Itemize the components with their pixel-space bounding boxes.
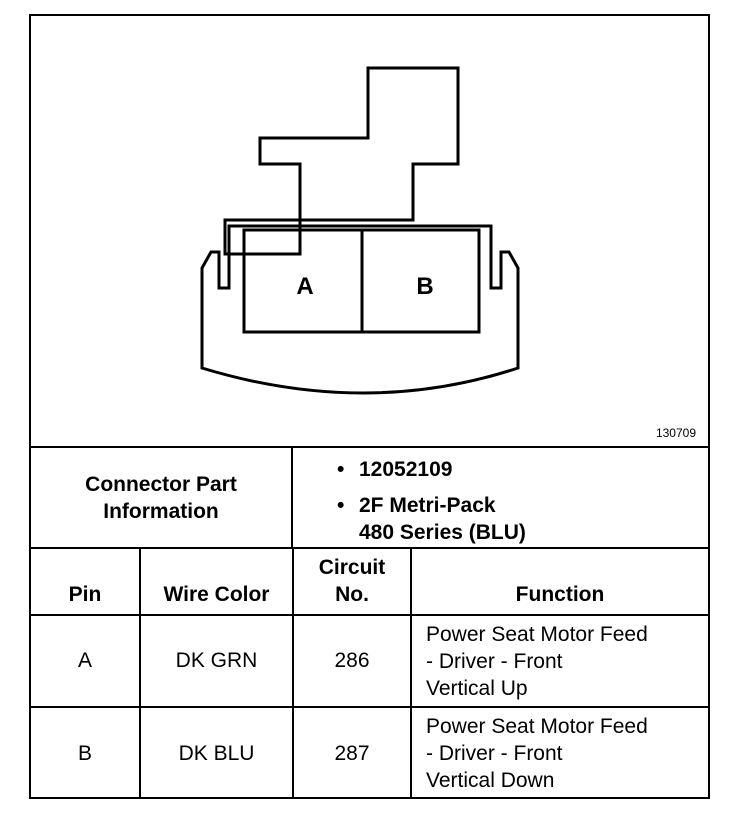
pinout-table: Pin Wire Color Circuit No. Function A DK… xyxy=(31,549,708,799)
table-row: A DK GRN 286 Power Seat Motor Feed - Dri… xyxy=(31,614,708,708)
function-line: Vertical Up xyxy=(426,676,528,700)
figure-id: 130709 xyxy=(655,426,696,440)
pin-cell: A xyxy=(31,614,141,708)
cavity-label-b: B xyxy=(416,273,433,300)
wire-color-cell: DK GRN xyxy=(139,614,294,708)
function-line: Power Seat Motor Feed xyxy=(426,622,648,646)
function-header: Function xyxy=(410,549,708,616)
connector-part-info: Connector Part Information 12052109 2F M… xyxy=(31,448,708,549)
function-cell: Power Seat Motor Feed - Driver - Front V… xyxy=(410,614,708,708)
part-number: 12052109 xyxy=(293,456,708,483)
connector-part-info-list: 12052109 2F Metri-Pack 480 Series (BLU) xyxy=(293,448,708,547)
cavity-label-a: A xyxy=(296,273,313,300)
pin-header: Pin xyxy=(31,549,141,616)
pin-cell: B xyxy=(31,706,141,799)
function-line: - Driver - Front xyxy=(426,742,563,765)
function-line: Vertical Down xyxy=(426,769,555,792)
function-line: Power Seat Motor Feed xyxy=(426,715,648,738)
connector-diagram: A B 130709 xyxy=(31,16,708,448)
function-line: - Driver - Front xyxy=(426,649,563,673)
connector-housing-outline xyxy=(223,66,460,256)
connector-series: 2F Metri-Pack 480 Series (BLU) xyxy=(293,492,708,546)
circuit-cell: 286 xyxy=(292,614,412,708)
table-row: B DK BLU 287 Power Seat Motor Feed - Dri… xyxy=(31,706,708,799)
circuit-cell: 287 xyxy=(292,706,412,799)
circuit-header: Circuit No. xyxy=(292,549,412,616)
function-cell: Power Seat Motor Feed - Driver - Front V… xyxy=(410,706,708,799)
connector-part-info-label: Connector Part Information xyxy=(31,448,293,547)
connector-shell xyxy=(200,224,520,395)
table-header-row: Pin Wire Color Circuit No. Function xyxy=(31,549,708,616)
connector-sheet: A B 130709 Connector Part Information 12… xyxy=(29,14,710,799)
wire-color-cell: DK BLU xyxy=(139,706,294,799)
connector-drawing: A B xyxy=(200,66,520,395)
wire-color-header: Wire Color xyxy=(139,549,294,616)
